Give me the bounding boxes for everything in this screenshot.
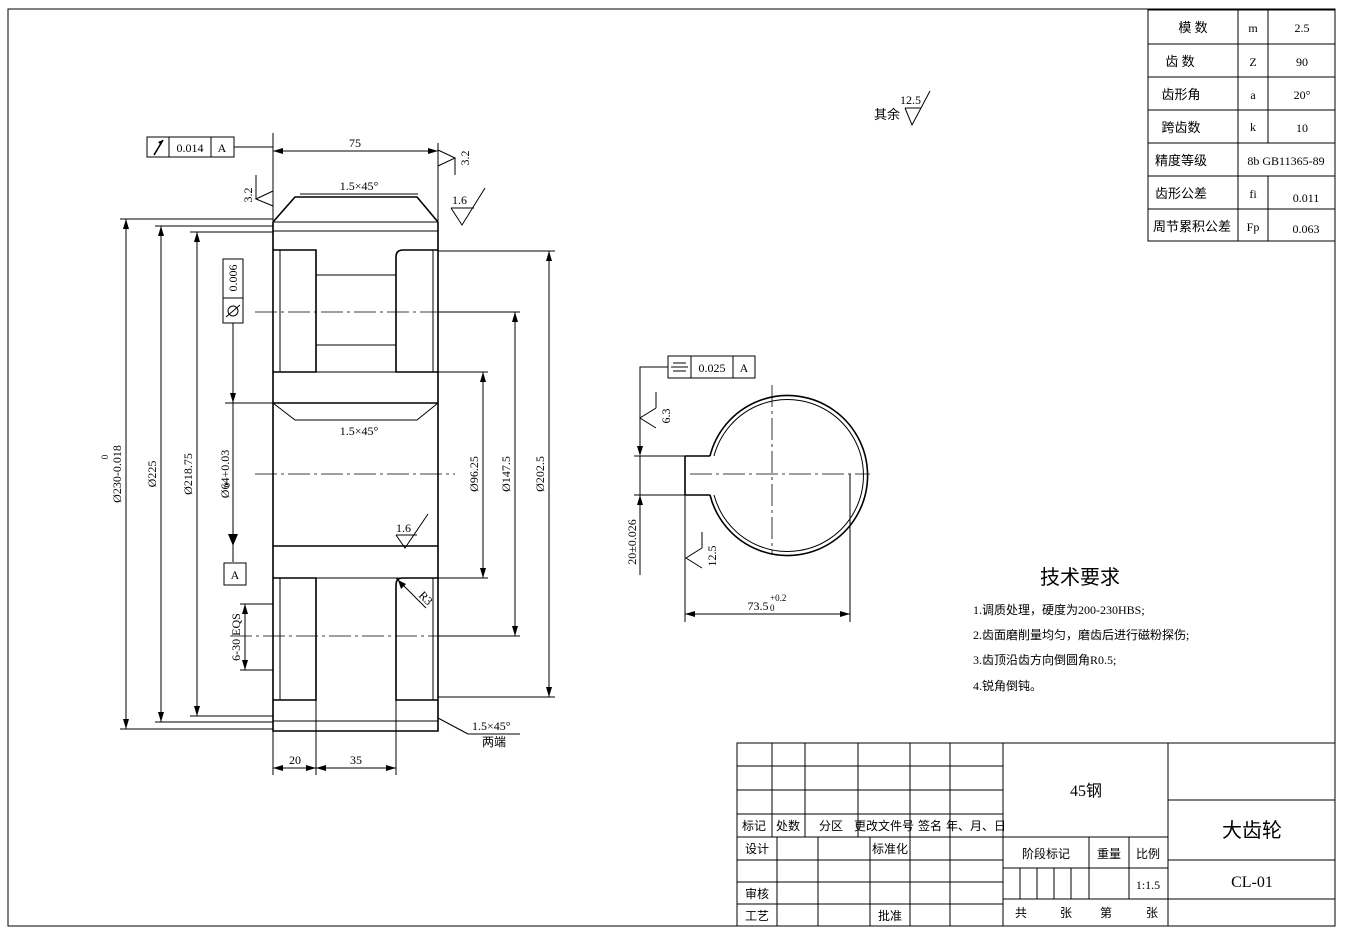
chamfer-top: 1.5×45° xyxy=(340,179,379,193)
param-value: 20° xyxy=(1294,88,1311,102)
roughness-other-value: 12.5 xyxy=(900,93,921,107)
param-symbol: Z xyxy=(1249,55,1256,69)
param-symbol: k xyxy=(1250,120,1256,134)
tech-item: 3.齿顶沿齿方向倒圆角R0.5; xyxy=(973,652,1116,667)
key-depth-upper: +0.2 xyxy=(770,593,786,603)
side-view-keyway: 0.025 A 20±0.026 6.3 12.5 73.5 +0.2 0 xyxy=(625,355,870,622)
dim-bore: Ø64+0.03 xyxy=(218,450,232,498)
tb-part-name: 大齿轮 xyxy=(1222,819,1282,842)
key-depth: 73.5 xyxy=(748,599,769,613)
tb-total: 共 xyxy=(1015,906,1027,920)
param-value: 0.063 xyxy=(1293,222,1320,236)
datum-box xyxy=(223,562,247,586)
roughness-bore: 1.6 xyxy=(396,521,411,535)
tb-header: 更改文件号 xyxy=(854,818,914,833)
tb-sheet-no: 第 xyxy=(1100,906,1112,920)
runout-datum: A xyxy=(218,141,227,155)
param-name: 齿 数 xyxy=(1165,54,1194,69)
chamfer-ends: 1.5×45° xyxy=(472,719,511,733)
technical-requirements: 技术要求 1.调质处理，硬度为200-230HBS; 2.齿面磨削量均匀，磨齿后… xyxy=(973,566,1189,693)
tb-header: 标记 xyxy=(742,819,766,833)
dim-tip-diameter: Ø230-0.018 xyxy=(110,445,124,503)
tb-drawing-no: CL-01 xyxy=(1231,874,1273,891)
param-value: 90 xyxy=(1296,55,1308,69)
param-name: 精度等级 xyxy=(1155,153,1207,168)
roughness-other: 其余 12.5 xyxy=(874,90,931,127)
param-symbol: fi xyxy=(1249,187,1257,201)
dim-35: 35 xyxy=(350,753,362,767)
dim-20: 20 xyxy=(289,753,301,767)
roughness-top-right: 3.2 xyxy=(458,151,472,166)
roughness-other-label: 其余 xyxy=(874,107,900,122)
dim-225: Ø225 xyxy=(145,461,159,488)
dim-tip-diameter-upper: 0 xyxy=(100,454,110,459)
flatness-tolerance-frame: 0.006 xyxy=(222,258,244,324)
tb-header: 年、月、日 xyxy=(946,819,1006,833)
roughness-key-bottom: 12.5 xyxy=(705,546,719,567)
tb-sheets2: 张 xyxy=(1146,906,1158,920)
roughness-key-top: 6.3 xyxy=(659,409,673,424)
param-name: 周节累积公差 xyxy=(1153,219,1231,234)
symmetry-tolerance: 0.025 xyxy=(699,361,726,375)
tb-review: 审核 xyxy=(745,886,769,901)
tb-header: 分区 xyxy=(819,819,843,833)
param-symbol: Fp xyxy=(1247,220,1260,234)
dim-218: Ø218.75 xyxy=(181,453,195,495)
roughness-top-left: 3.2 xyxy=(241,188,255,203)
tb-weight: 重量 xyxy=(1097,847,1121,861)
tb-sheets: 张 xyxy=(1060,906,1072,920)
sheet-border xyxy=(7,8,1336,927)
tb-scale: 1:1.5 xyxy=(1136,878,1160,892)
chamfer-ends-note: 两端 xyxy=(482,735,506,749)
datum-label: A xyxy=(231,568,240,582)
tb-process: 工艺 xyxy=(745,909,769,923)
tb-design: 设计 xyxy=(745,842,769,856)
symmetry-datum: A xyxy=(740,361,749,375)
dim-bore-lower: 0 xyxy=(222,482,232,487)
param-value: 2.5 xyxy=(1295,21,1310,35)
param-name: 齿形公差 xyxy=(1155,186,1207,201)
tb-standard: 标准化 xyxy=(872,842,908,856)
chamfer-bore: 1.5×45° xyxy=(340,424,379,438)
dim-width: 75 xyxy=(349,136,361,150)
key-depth-lower: 0 xyxy=(770,603,775,613)
param-symbol: 8b GB11365-89 xyxy=(1247,154,1324,168)
key-width: 20±0.026 xyxy=(625,519,639,565)
dim-202: Ø202.5 xyxy=(533,456,547,492)
tech-item: 2.齿面磨削量均匀，磨齿后进行磁粉探伤; xyxy=(973,627,1189,642)
tech-title: 技术要求 xyxy=(1040,566,1120,589)
param-symbol: m xyxy=(1248,21,1258,35)
cylindricity-icon xyxy=(227,305,239,317)
param-value: 0.011 xyxy=(1293,191,1320,205)
param-value: 10 xyxy=(1296,121,1308,135)
param-symbol: a xyxy=(1250,88,1256,102)
flatness-tolerance: 0.006 xyxy=(226,265,240,292)
tb-stage: 阶段标记 xyxy=(1022,846,1070,861)
dim-96: Ø96.25 xyxy=(467,456,481,492)
roughness-face: 1.6 xyxy=(452,193,467,207)
runout-tolerance: 0.014 xyxy=(177,141,204,155)
tb-scale-label: 比例 xyxy=(1136,847,1160,861)
tb-header: 处数 xyxy=(776,818,800,833)
dim-147: Ø147.5 xyxy=(499,456,513,492)
runout-tolerance-frame: 0.014 A xyxy=(146,136,273,158)
tech-item: 4.锐角倒钝。 xyxy=(973,679,1042,693)
main-section-view: Ø230-0.018 0 Ø225 Ø218.75 Ø64+0.03 0 Ø96… xyxy=(100,133,555,775)
tb-header: 签名 xyxy=(918,818,942,833)
gear-parameter-table: 模 数 m 2.5 齿 数 Z 90 齿形角 a 20° 跨齿数 k 10 精度… xyxy=(1147,9,1336,242)
title-block: 标记 处数 分区 更改文件号 签名 年、月、日 设计 标准化 审核 工艺 批准 … xyxy=(736,742,1336,927)
param-name: 跨齿数 xyxy=(1161,120,1200,135)
dim-holes-eqs: 6-30 EQS xyxy=(229,613,243,661)
tb-approve: 批准 xyxy=(878,908,902,923)
param-name: 齿形角 xyxy=(1161,87,1200,102)
param-name: 模 数 xyxy=(1178,20,1207,35)
tech-item: 1.调质处理，硬度为200-230HBS; xyxy=(973,602,1145,617)
tb-material: 45钢 xyxy=(1070,782,1102,800)
